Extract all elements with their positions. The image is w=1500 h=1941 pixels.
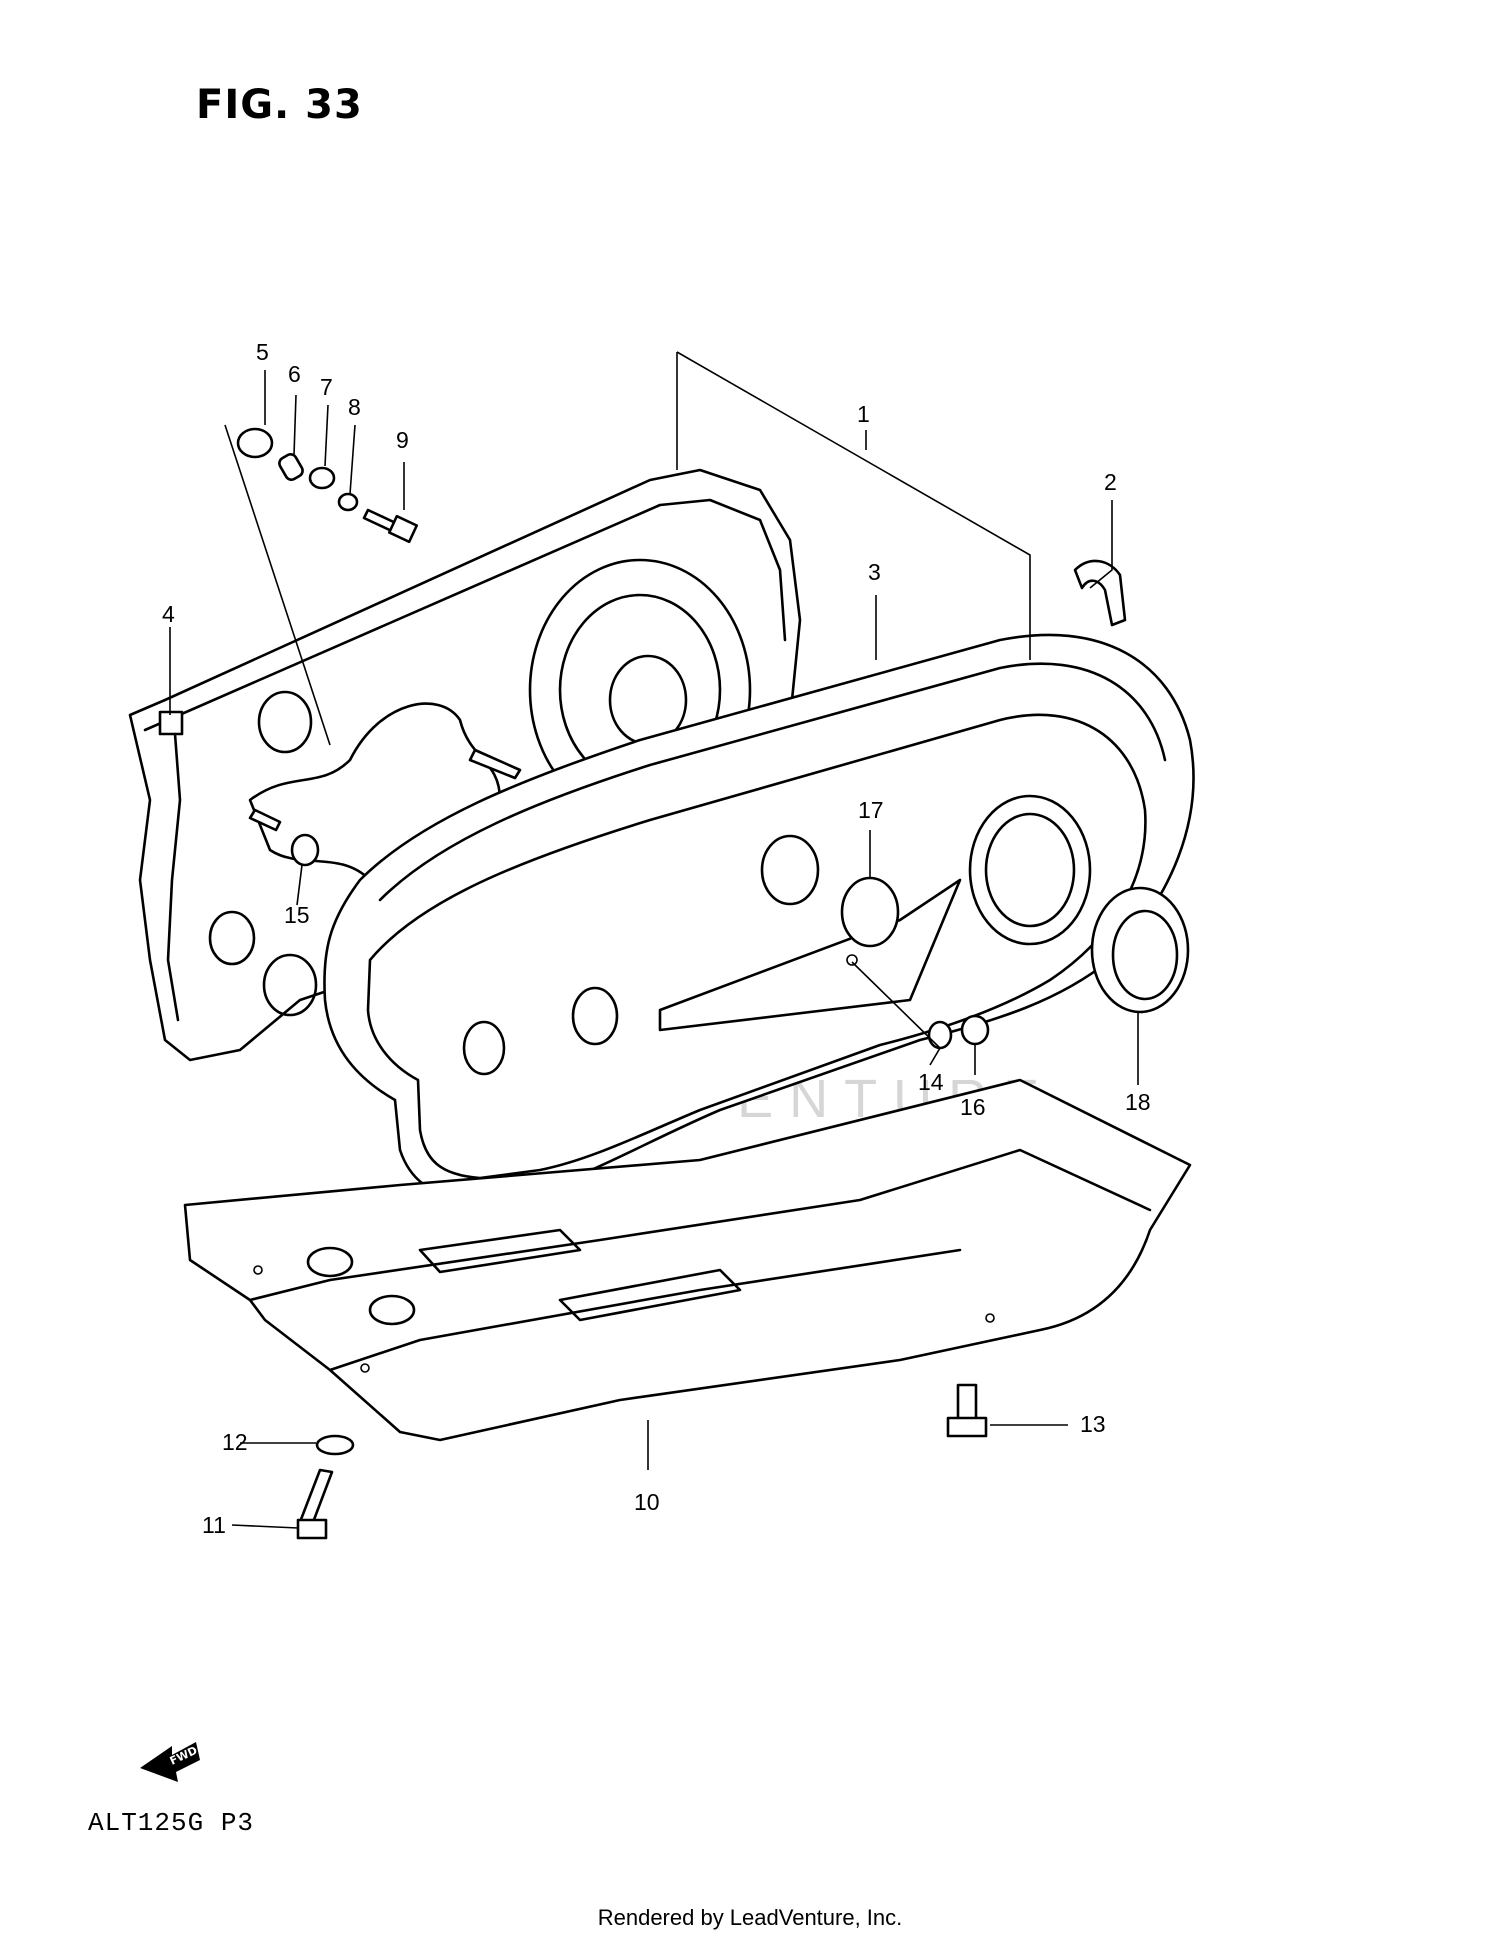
callout-5: 5 xyxy=(256,339,269,365)
callout-16: 16 xyxy=(960,1094,986,1120)
clip-2 xyxy=(1073,559,1127,627)
callout-4: 4 xyxy=(162,601,175,627)
washer-7 xyxy=(308,466,336,490)
stud xyxy=(468,748,522,780)
oil-seal-18 xyxy=(1090,886,1190,1014)
outer-chain-case xyxy=(323,633,1195,1202)
plug-17 xyxy=(840,876,900,948)
model-code: ALT125G P3 xyxy=(88,1808,255,1838)
callout-10: 10 xyxy=(634,1489,660,1515)
callout-2: 2 xyxy=(1104,469,1117,495)
callout-14: 14 xyxy=(918,1069,944,1095)
callout-12: 12 xyxy=(222,1429,248,1455)
bolt-11 xyxy=(298,1468,334,1527)
callout-7: 7 xyxy=(320,374,333,400)
nut-16 xyxy=(960,1014,990,1046)
washer-14 xyxy=(927,1020,953,1050)
figure-title: FIG. 33 xyxy=(196,82,363,128)
callout-6: 6 xyxy=(288,361,301,387)
callout-3: 3 xyxy=(868,559,881,585)
callout-13: 13 xyxy=(1080,1411,1106,1437)
washer-8 xyxy=(337,492,359,512)
fwd-arrow-icon: FWD xyxy=(140,1742,200,1782)
washer-12 xyxy=(315,1434,355,1456)
leader-lines xyxy=(169,351,1139,1529)
callout-11: 11 xyxy=(202,1512,226,1538)
grommet-5 xyxy=(236,427,274,459)
stud-2 xyxy=(248,808,282,832)
callout-labels: 5 6 7 8 9 1 2 3 4 15 17 14 16 18 12 13 1… xyxy=(162,339,1151,1538)
callout-18: 18 xyxy=(1125,1089,1151,1115)
bolt-13 xyxy=(956,1383,978,1422)
hardware xyxy=(236,427,1190,1540)
callout-1: 1 xyxy=(857,401,870,427)
callout-8: 8 xyxy=(348,394,361,420)
callout-9: 9 xyxy=(396,427,409,453)
footer-credit: Rendered by LeadVenture, Inc. xyxy=(597,1905,903,1930)
callout-15: 15 xyxy=(284,902,310,928)
callout-17: 17 xyxy=(858,797,884,823)
skid-plate xyxy=(183,1078,1192,1442)
collar-6 xyxy=(278,453,304,481)
washer-15 xyxy=(290,833,320,867)
